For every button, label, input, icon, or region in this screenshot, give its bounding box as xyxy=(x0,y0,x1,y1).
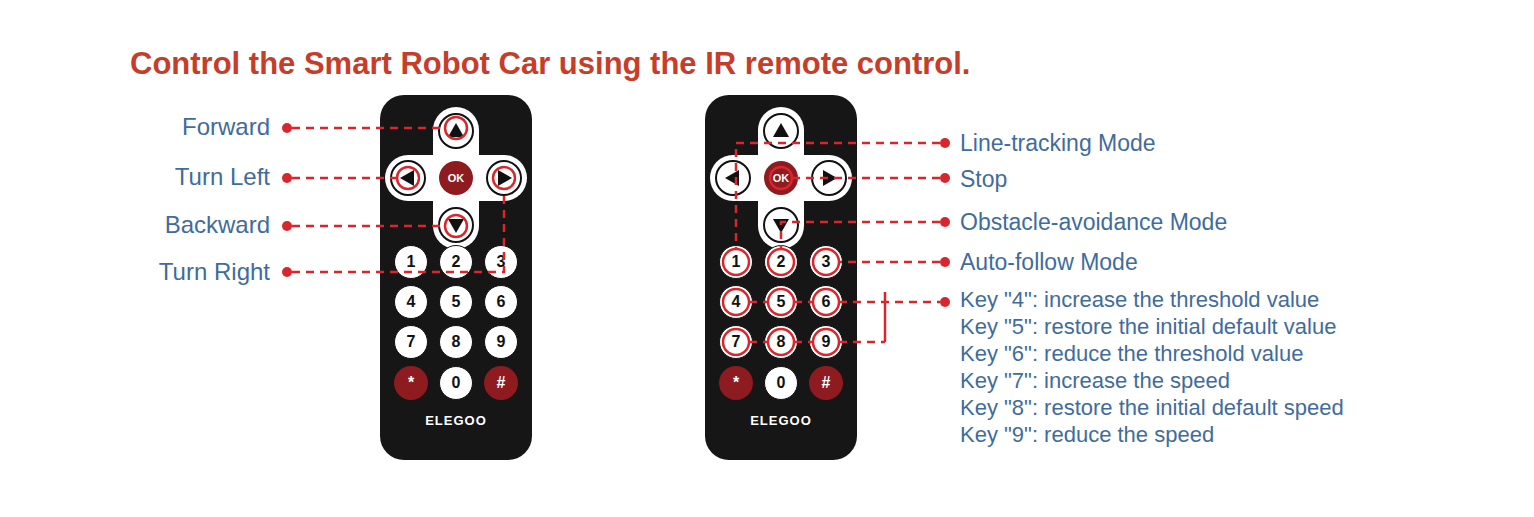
callout-label: Forward xyxy=(182,113,270,141)
remote-button: 5 xyxy=(764,285,798,319)
remote-button: 1 xyxy=(719,245,753,279)
remote-button: 5 xyxy=(439,285,473,319)
remote-button: # xyxy=(484,366,518,400)
callout-label: Auto-follow Mode xyxy=(960,249,1138,276)
callout-label: Turn Right xyxy=(159,258,270,286)
remote-button: 7 xyxy=(394,325,428,359)
remote-button: 6 xyxy=(484,285,518,319)
leader-dot xyxy=(940,173,950,183)
remote-button: 9 xyxy=(809,325,843,359)
remote-control: ELEGOO OK 1 2 3 4 5 6 7 8 9 * 0 # xyxy=(705,95,857,460)
callout-label: Key "9": reduce the speed xyxy=(960,422,1214,448)
leader-dot xyxy=(940,217,950,227)
bracket xyxy=(884,292,887,342)
button-label: 4 xyxy=(407,294,416,310)
button-label: OK xyxy=(773,173,790,184)
button-label: 3 xyxy=(497,254,506,270)
leader-dot xyxy=(282,221,292,231)
button-label: 4 xyxy=(732,294,741,310)
callout-label: Key "5": restore the initial default val… xyxy=(960,314,1336,340)
remote-button: 0 xyxy=(439,366,473,400)
title: Control the Smart Robot Car using the IR… xyxy=(130,46,970,82)
remote-button: * xyxy=(719,366,753,400)
button-label: 5 xyxy=(777,294,786,310)
button-label: 6 xyxy=(822,294,831,310)
leader-dot xyxy=(940,138,950,148)
leader-dot xyxy=(940,297,950,307)
callout-label: Key "8": restore the initial default spe… xyxy=(960,395,1344,421)
remote-button: OK xyxy=(764,161,798,195)
callout-label: Stop xyxy=(960,166,1007,193)
remote-button: 7 xyxy=(719,325,753,359)
remote-button: 4 xyxy=(394,285,428,319)
button-label: * xyxy=(408,375,414,391)
button-label: 2 xyxy=(777,254,786,270)
button-label: 7 xyxy=(732,334,741,350)
button-label: 8 xyxy=(777,334,786,350)
button-label: 6 xyxy=(497,294,506,310)
remote-button: * xyxy=(394,366,428,400)
remote-button: 8 xyxy=(439,325,473,359)
button-label: 9 xyxy=(497,334,506,350)
button-label: 2 xyxy=(452,254,461,270)
remote-button: 1 xyxy=(394,245,428,279)
callout-label: Key "6": reduce the threshold value xyxy=(960,341,1303,367)
remote-button: 2 xyxy=(439,245,473,279)
callout-label: Turn Left xyxy=(175,163,270,191)
brand-label: ELEGOO xyxy=(705,413,857,428)
leader-dot xyxy=(282,173,292,183)
button-label: # xyxy=(497,375,506,391)
button-label: 0 xyxy=(777,375,786,391)
button-label: * xyxy=(733,375,739,391)
leader-dot xyxy=(940,257,950,267)
brand-label: ELEGOO xyxy=(380,413,532,428)
callout-label: Backward xyxy=(165,211,270,239)
button-label: # xyxy=(822,375,831,391)
remote-button: 3 xyxy=(809,245,843,279)
button-label: 9 xyxy=(822,334,831,350)
button-label: 5 xyxy=(452,294,461,310)
remote-button: # xyxy=(809,366,843,400)
button-label: 7 xyxy=(407,334,416,350)
leader-dot xyxy=(282,123,292,133)
remote-button: 2 xyxy=(764,245,798,279)
button-label: 1 xyxy=(407,254,416,270)
callout-label: Key "4": increase the threshold value xyxy=(960,287,1319,313)
remote-control: ELEGOO OK 1 2 3 4 5 6 7 8 9 * 0 # xyxy=(380,95,532,460)
button-label: 0 xyxy=(452,375,461,391)
remote-button: 4 xyxy=(719,285,753,319)
callout-label: Key "7": increase the speed xyxy=(960,368,1230,394)
leader-dot xyxy=(282,267,292,277)
remote-button: 8 xyxy=(764,325,798,359)
button-label: 8 xyxy=(452,334,461,350)
callout-label: Line-tracking Mode xyxy=(960,130,1156,157)
remote-button: 0 xyxy=(764,366,798,400)
callout-label: Obstacle-avoidance Mode xyxy=(960,209,1227,236)
button-label: 1 xyxy=(732,254,741,270)
button-label: 3 xyxy=(822,254,831,270)
remote-button: 6 xyxy=(809,285,843,319)
remote-button: OK xyxy=(439,161,473,195)
remote-button: 9 xyxy=(484,325,518,359)
button-label: OK xyxy=(448,173,465,184)
remote-button: 3 xyxy=(484,245,518,279)
